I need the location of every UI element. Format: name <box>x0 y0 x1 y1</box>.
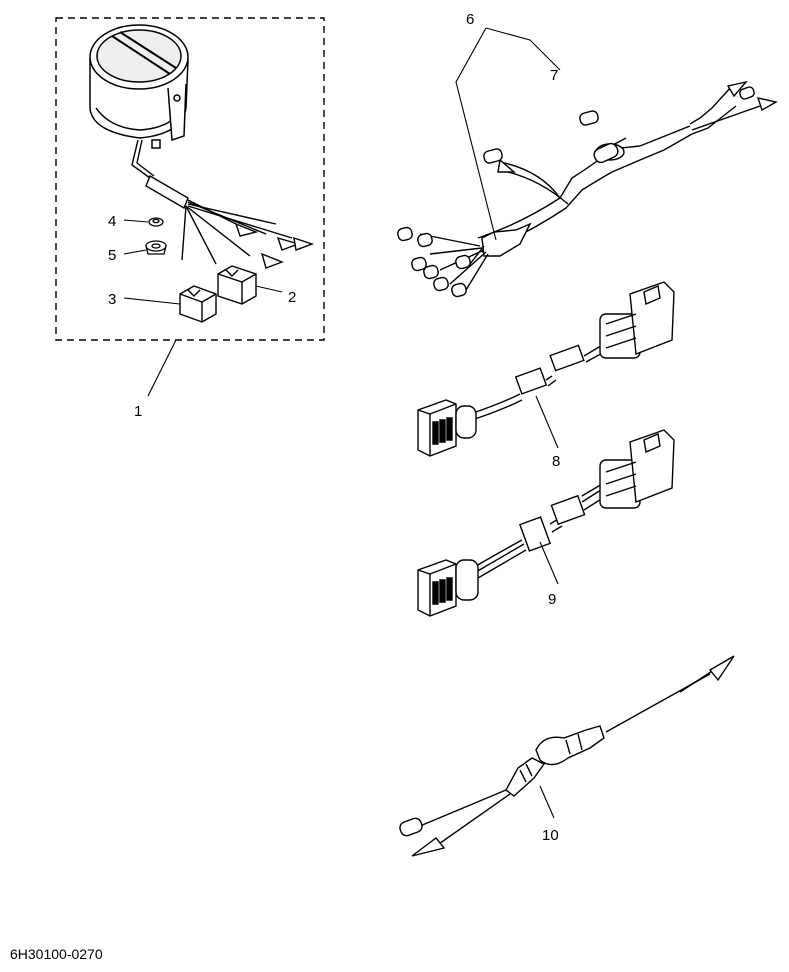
drawing-code: 6H30100-0270 <box>10 946 103 962</box>
gauge-harness <box>132 140 312 268</box>
sensor-part-10 <box>398 656 734 856</box>
kit-dashed-boundary <box>56 18 324 340</box>
plug-part-7 <box>483 110 599 164</box>
callout-2: 2 <box>288 289 296 306</box>
callout-3: 3 <box>108 291 116 308</box>
callout-10: 10 <box>542 827 559 844</box>
callout-5: 5 <box>108 247 116 264</box>
callout-6: 6 <box>466 11 474 28</box>
callout-4: 4 <box>108 213 116 230</box>
callout-9: 9 <box>548 591 556 608</box>
callout-7: 7 <box>550 67 558 84</box>
callout-8: 8 <box>552 453 560 470</box>
connector-part-3 <box>180 286 216 322</box>
harness-part-9 <box>418 430 674 616</box>
leader-lines <box>124 28 560 818</box>
nut-part-5 <box>146 241 166 254</box>
connector-part-2 <box>218 266 256 304</box>
callout-1: 1 <box>134 403 142 420</box>
harness-part-8 <box>418 282 674 456</box>
washer-part-4 <box>149 218 163 226</box>
part-1-kit-group <box>56 18 324 340</box>
gauge-meter <box>90 25 188 148</box>
